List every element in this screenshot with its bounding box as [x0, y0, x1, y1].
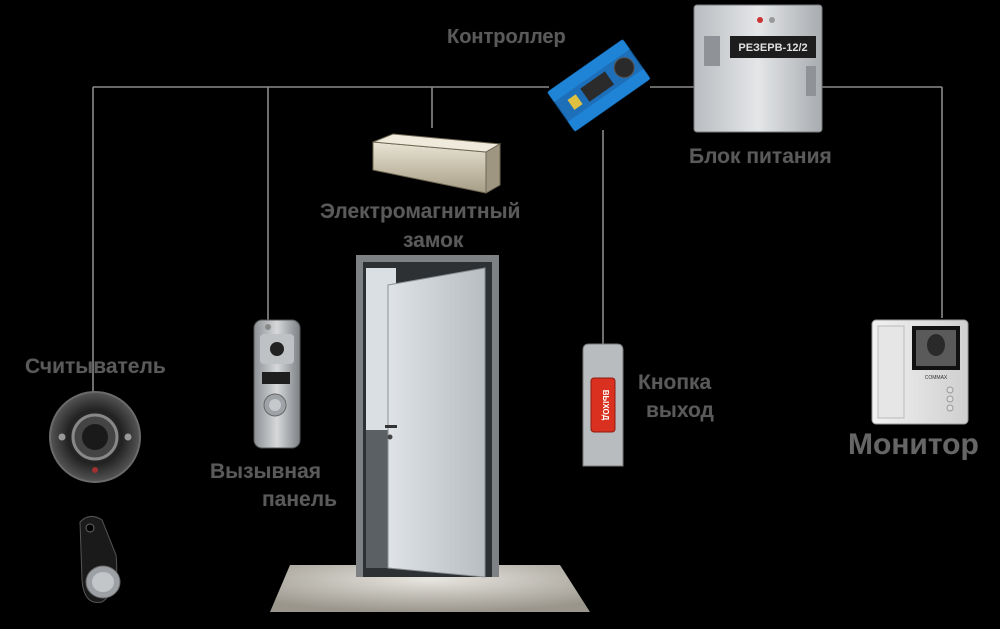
lock-label-line2: замок — [403, 229, 464, 252]
exit-button-label-line1: Кнопка — [638, 371, 712, 394]
electromagnetic-lock — [372, 133, 502, 194]
call-panel-label-line2: панель — [262, 488, 337, 511]
call-panel-label-line1: Вызывная — [210, 460, 321, 483]
svg-text:COMMAX: COMMAX — [925, 375, 948, 381]
power-supply-unit: РЕЗЕРВ-12/2 — [693, 4, 823, 133]
reader-label: Считыватель — [25, 355, 166, 378]
svg-text:ВЫХОД: ВЫХОД — [601, 390, 610, 421]
monitor-label: Монитор — [848, 428, 979, 461]
controller-board — [547, 39, 651, 132]
wiring — [92, 86, 943, 392]
call-panel — [253, 319, 301, 449]
monitor-device: COMMAX — [871, 319, 969, 425]
lock-label-line1: Электромагнитный — [320, 200, 521, 223]
reader-device — [49, 391, 141, 483]
exit-button-device: ВЫХОД — [582, 343, 624, 467]
power-supply-label: Блок питания — [689, 145, 832, 168]
door — [270, 255, 590, 612]
controller-label: Контроллер — [447, 26, 566, 48]
touch-memory-key — [79, 516, 121, 604]
exit-button-label-line2: выход — [646, 399, 714, 422]
svg-text:РЕЗЕРВ-12/2: РЕЗЕРВ-12/2 — [738, 42, 807, 54]
